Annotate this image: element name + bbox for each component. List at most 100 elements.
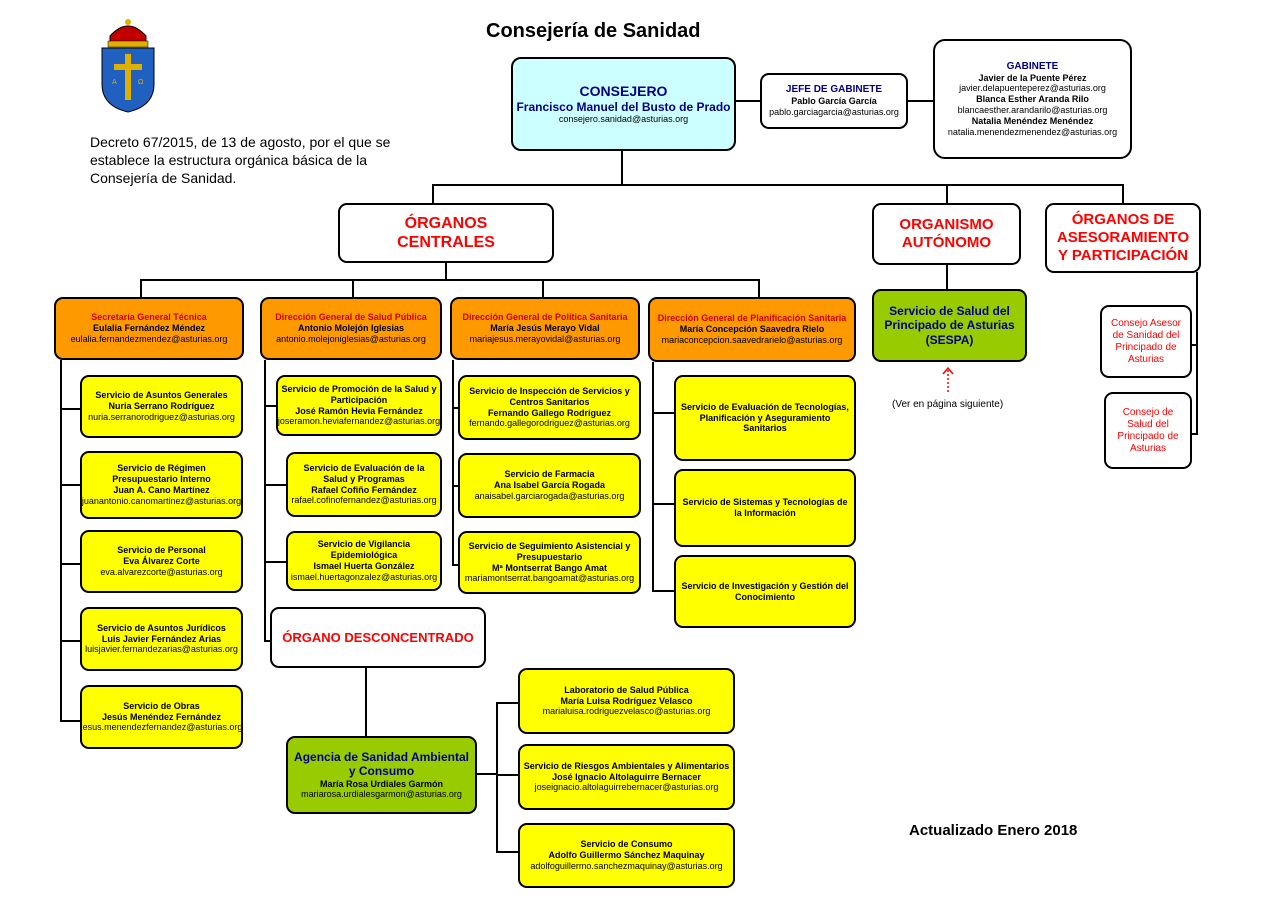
- service-head: Eva Álvarez Corte: [123, 556, 200, 567]
- gabinete-member-email: natalia.menendezmenendez@asturias.org: [947, 126, 1118, 137]
- unit-riesgos-ambientales: Servicio de Riesgos Ambientales y Alimen…: [518, 744, 735, 810]
- service-email: luisjavier.fernandezarias@asturias.org: [85, 644, 238, 655]
- service-email: marialuisa.rodriguezvelasco@asturias.org: [542, 706, 711, 717]
- directorate-email: eulalia.fernandezmendez@asturias.org: [70, 333, 228, 344]
- organos-centrales-label: ÓRGANOS CENTRALES: [397, 214, 495, 251]
- gabinete-member-name: Blanca Esther Aranda Rilo: [976, 94, 1089, 105]
- advisory-consejo-salud: Consejo de Salud del Principado de Astur…: [1104, 392, 1192, 469]
- consejero-email: consejero.sanidad@asturias.org: [558, 114, 689, 125]
- agencia-box: Agencia de Sanidad Ambiental y Consumo M…: [286, 736, 477, 814]
- directorate-name: Eulalia Fernández Méndez: [92, 323, 206, 334]
- organos-centrales-box: ÓRGANOS CENTRALES: [338, 203, 554, 263]
- service-inspeccion: Servicio de Inspección de Servicios y Ce…: [458, 375, 641, 440]
- service-evaluacion-salud: Servicio de Evaluación de la Salud y Pro…: [286, 452, 442, 517]
- page-title: Consejería de Sanidad: [486, 20, 701, 42]
- gabinete-member-name: Javier de la Puente Pérez: [978, 72, 1087, 83]
- jefe-gabinete-box: JEFE DE GABINETE Pablo García García pab…: [760, 73, 908, 129]
- service-email: joseignacio.altolaguirrebernacer@asturia…: [534, 782, 719, 793]
- svg-text:A: A: [112, 78, 117, 86]
- service-sistemas-tecnologias: Servicio de Sistemas y Tecnologías de la…: [674, 469, 856, 547]
- consejero-box: CONSEJERO Francisco Manuel del Busto de …: [511, 57, 736, 151]
- agencia-title: Agencia de Sanidad Ambiental y Consumo: [294, 749, 469, 779]
- directorate-politica-sanitaria: Dirección General de Política Sanitaria …: [450, 297, 640, 360]
- service-title: Servicio de Sistemas y Tecnologías de la…: [682, 497, 848, 518]
- see-next-page-note: (Ver en página siguiente): [892, 399, 1004, 410]
- service-email: juanantonio.canomartinez@asturias.org: [81, 495, 242, 506]
- organismo-autonomo-label: ORGANISMO AUTÓNOMO: [899, 216, 994, 251]
- directorate-sgt: Secretaría General Técnica Eulalia Ferná…: [54, 297, 244, 360]
- service-vigilancia-epidemiologica: Servicio de Vigilancia Epidemiológica Is…: [286, 531, 442, 591]
- service-obras: Servicio de Obras Jesús Menéndez Fernánd…: [80, 685, 243, 749]
- directorate-salud-publica: Dirección General de Salud Pública Anton…: [260, 297, 442, 360]
- jefe-gabinete-name: Pablo García García: [791, 96, 877, 107]
- up-arrow-icon: [942, 366, 954, 392]
- service-investigacion: Servicio de Investigación y Gestión del …: [674, 555, 856, 628]
- sespa-title: Servicio de Salud del Principado de Astu…: [884, 303, 1015, 333]
- directorate-name: María Concepción Saavedra Rielo: [679, 324, 825, 335]
- service-email: adolfoguillermo.sanchezmaquinay@asturias…: [530, 860, 723, 871]
- service-head: Fernando Gallego Rodríguez: [487, 407, 611, 418]
- directorate-name: María Jesús Merayo Vidal: [490, 323, 600, 334]
- service-title: Servicio de Régimen Presupuestario Inter…: [112, 463, 211, 485]
- svg-text:Ω: Ω: [138, 78, 144, 86]
- service-head: Luis Javier Fernández Arias: [101, 633, 222, 644]
- sespa-box: Servicio de Salud del Principado de Astu…: [872, 289, 1027, 362]
- service-seguimiento-asistencial: Servicio de Seguimiento Asistencial y Pr…: [458, 531, 641, 594]
- service-title: Servicio de Investigación y Gestión del …: [681, 580, 849, 602]
- agencia-email: mariarosa.urdialesgarmon@asturias.org: [301, 789, 462, 800]
- service-email: mariamontserrat.bangoamat@asturias.org: [464, 573, 635, 584]
- service-title: Servicio de Asuntos Generales: [95, 390, 228, 401]
- service-email: fernando.gallegorodriguez@asturias.org: [469, 418, 630, 429]
- service-title: Laboratorio de Salud Pública: [564, 684, 689, 695]
- service-head: José Ramón Hevia Fernández: [295, 405, 423, 416]
- directorate-planificacion: Dirección General de Planificación Sanit…: [648, 297, 856, 362]
- service-title: Servicio de Farmacia: [504, 469, 595, 480]
- service-head: Ana Isabel García Rogada: [493, 480, 606, 491]
- service-email: rafael.cofinofernandez@asturias.org: [291, 495, 437, 506]
- coat-of-arms-logo: A Ω: [96, 14, 160, 114]
- consejero-role: CONSEJERO: [579, 83, 668, 99]
- service-head: Juan A. Cano Martínez: [113, 485, 210, 495]
- service-title: Servicio de Vigilancia Epidemiológica: [317, 539, 411, 561]
- service-asuntos-juridicos: Servicio de Asuntos Jurídicos Luis Javie…: [80, 607, 243, 671]
- directorate-name: Antonio Molejón Iglesias: [297, 323, 404, 334]
- consejero-name: Francisco Manuel del Busto de Prado: [516, 99, 731, 114]
- service-email: jesus.menendezfernandez@asturias.org: [80, 722, 243, 733]
- service-evaluacion-tecnologias: Servicio de Evaluación de Tecnologías, P…: [674, 375, 856, 461]
- advisory-consejo-asesor: Consejo Asesor de Sanidad del Principado…: [1100, 305, 1192, 378]
- organos-asesoramiento-label: ÓRGANOS DE ASESORAMIENTO Y PARTICIPACIÓN: [1056, 211, 1190, 264]
- directorate-title: Dirección General de Planificación Sanit…: [657, 313, 847, 324]
- jefe-gabinete-role: JEFE DE GABINETE: [785, 84, 883, 96]
- organo-desconcentrado-label: ÓRGANO DESCONCENTRADO: [282, 629, 474, 645]
- service-title: Servicio de Riesgos Ambientales y Alimen…: [523, 760, 730, 771]
- gabinete-role: GABINETE: [1006, 60, 1059, 72]
- organismo-autonomo-box: ORGANISMO AUTÓNOMO: [872, 203, 1021, 265]
- service-email: ismael.huertagonzalez@asturias.org: [290, 571, 438, 582]
- advisory-title: Consejo Asesor de Sanidad del Principado…: [1110, 317, 1182, 365]
- service-email: eva.alvarezcorte@asturias.org: [100, 566, 223, 577]
- service-email: anaisabel.garciarogada@asturias.org: [474, 490, 625, 501]
- directorate-title: Secretaría General Técnica: [91, 312, 207, 323]
- service-regimen-presupuestario: Servicio de Régimen Presupuestario Inter…: [80, 451, 243, 519]
- sespa-acronym: (SESPA): [925, 332, 974, 347]
- service-title: Servicio de Evaluación de la Salud y Pro…: [303, 462, 425, 484]
- unit-laboratorio-salud-publica: Laboratorio de Salud Pública María Luisa…: [518, 668, 735, 734]
- advisory-title: Consejo de Salud del Principado de Astur…: [1117, 406, 1179, 454]
- directorate-email: mariajesus.merayovidal@asturias.org: [469, 333, 621, 344]
- service-head: María Luisa Rodríguez Velasco: [560, 695, 693, 706]
- organo-desconcentrado-box: ÓRGANO DESCONCENTRADO: [270, 607, 486, 668]
- service-email: nuria.serranorodriguez@asturias.org: [88, 411, 235, 422]
- service-title: Servicio de Promoción de la Salud y Part…: [281, 383, 437, 405]
- directorate-email: antonio.molejoniglesias@asturias.org: [276, 333, 426, 344]
- organos-asesoramiento-box: ÓRGANOS DE ASESORAMIENTO Y PARTICIPACIÓN: [1045, 203, 1201, 273]
- service-title: Servicio de Asuntos Jurídicos: [97, 622, 226, 633]
- service-head: Ismael Huerta González: [313, 561, 415, 571]
- decree-text: Decreto 67/2015, de 13 de agosto, por el…: [90, 134, 391, 187]
- service-promocion-salud: Servicio de Promoción de la Salud y Part…: [276, 375, 442, 436]
- service-head: Rafael Cofiño Fernández: [311, 484, 417, 495]
- agencia-head: María Rosa Urdiales Garmón: [319, 778, 444, 789]
- unit-consumo: Servicio de Consumo Adolfo Guillermo Sán…: [518, 823, 735, 888]
- service-farmacia: Servicio de Farmacia Ana Isabel García R…: [458, 453, 641, 518]
- service-head: Mª Montserrat Bango Amat: [491, 562, 607, 573]
- service-title: Servicio de Seguimiento Asistencial y Pr…: [468, 540, 631, 562]
